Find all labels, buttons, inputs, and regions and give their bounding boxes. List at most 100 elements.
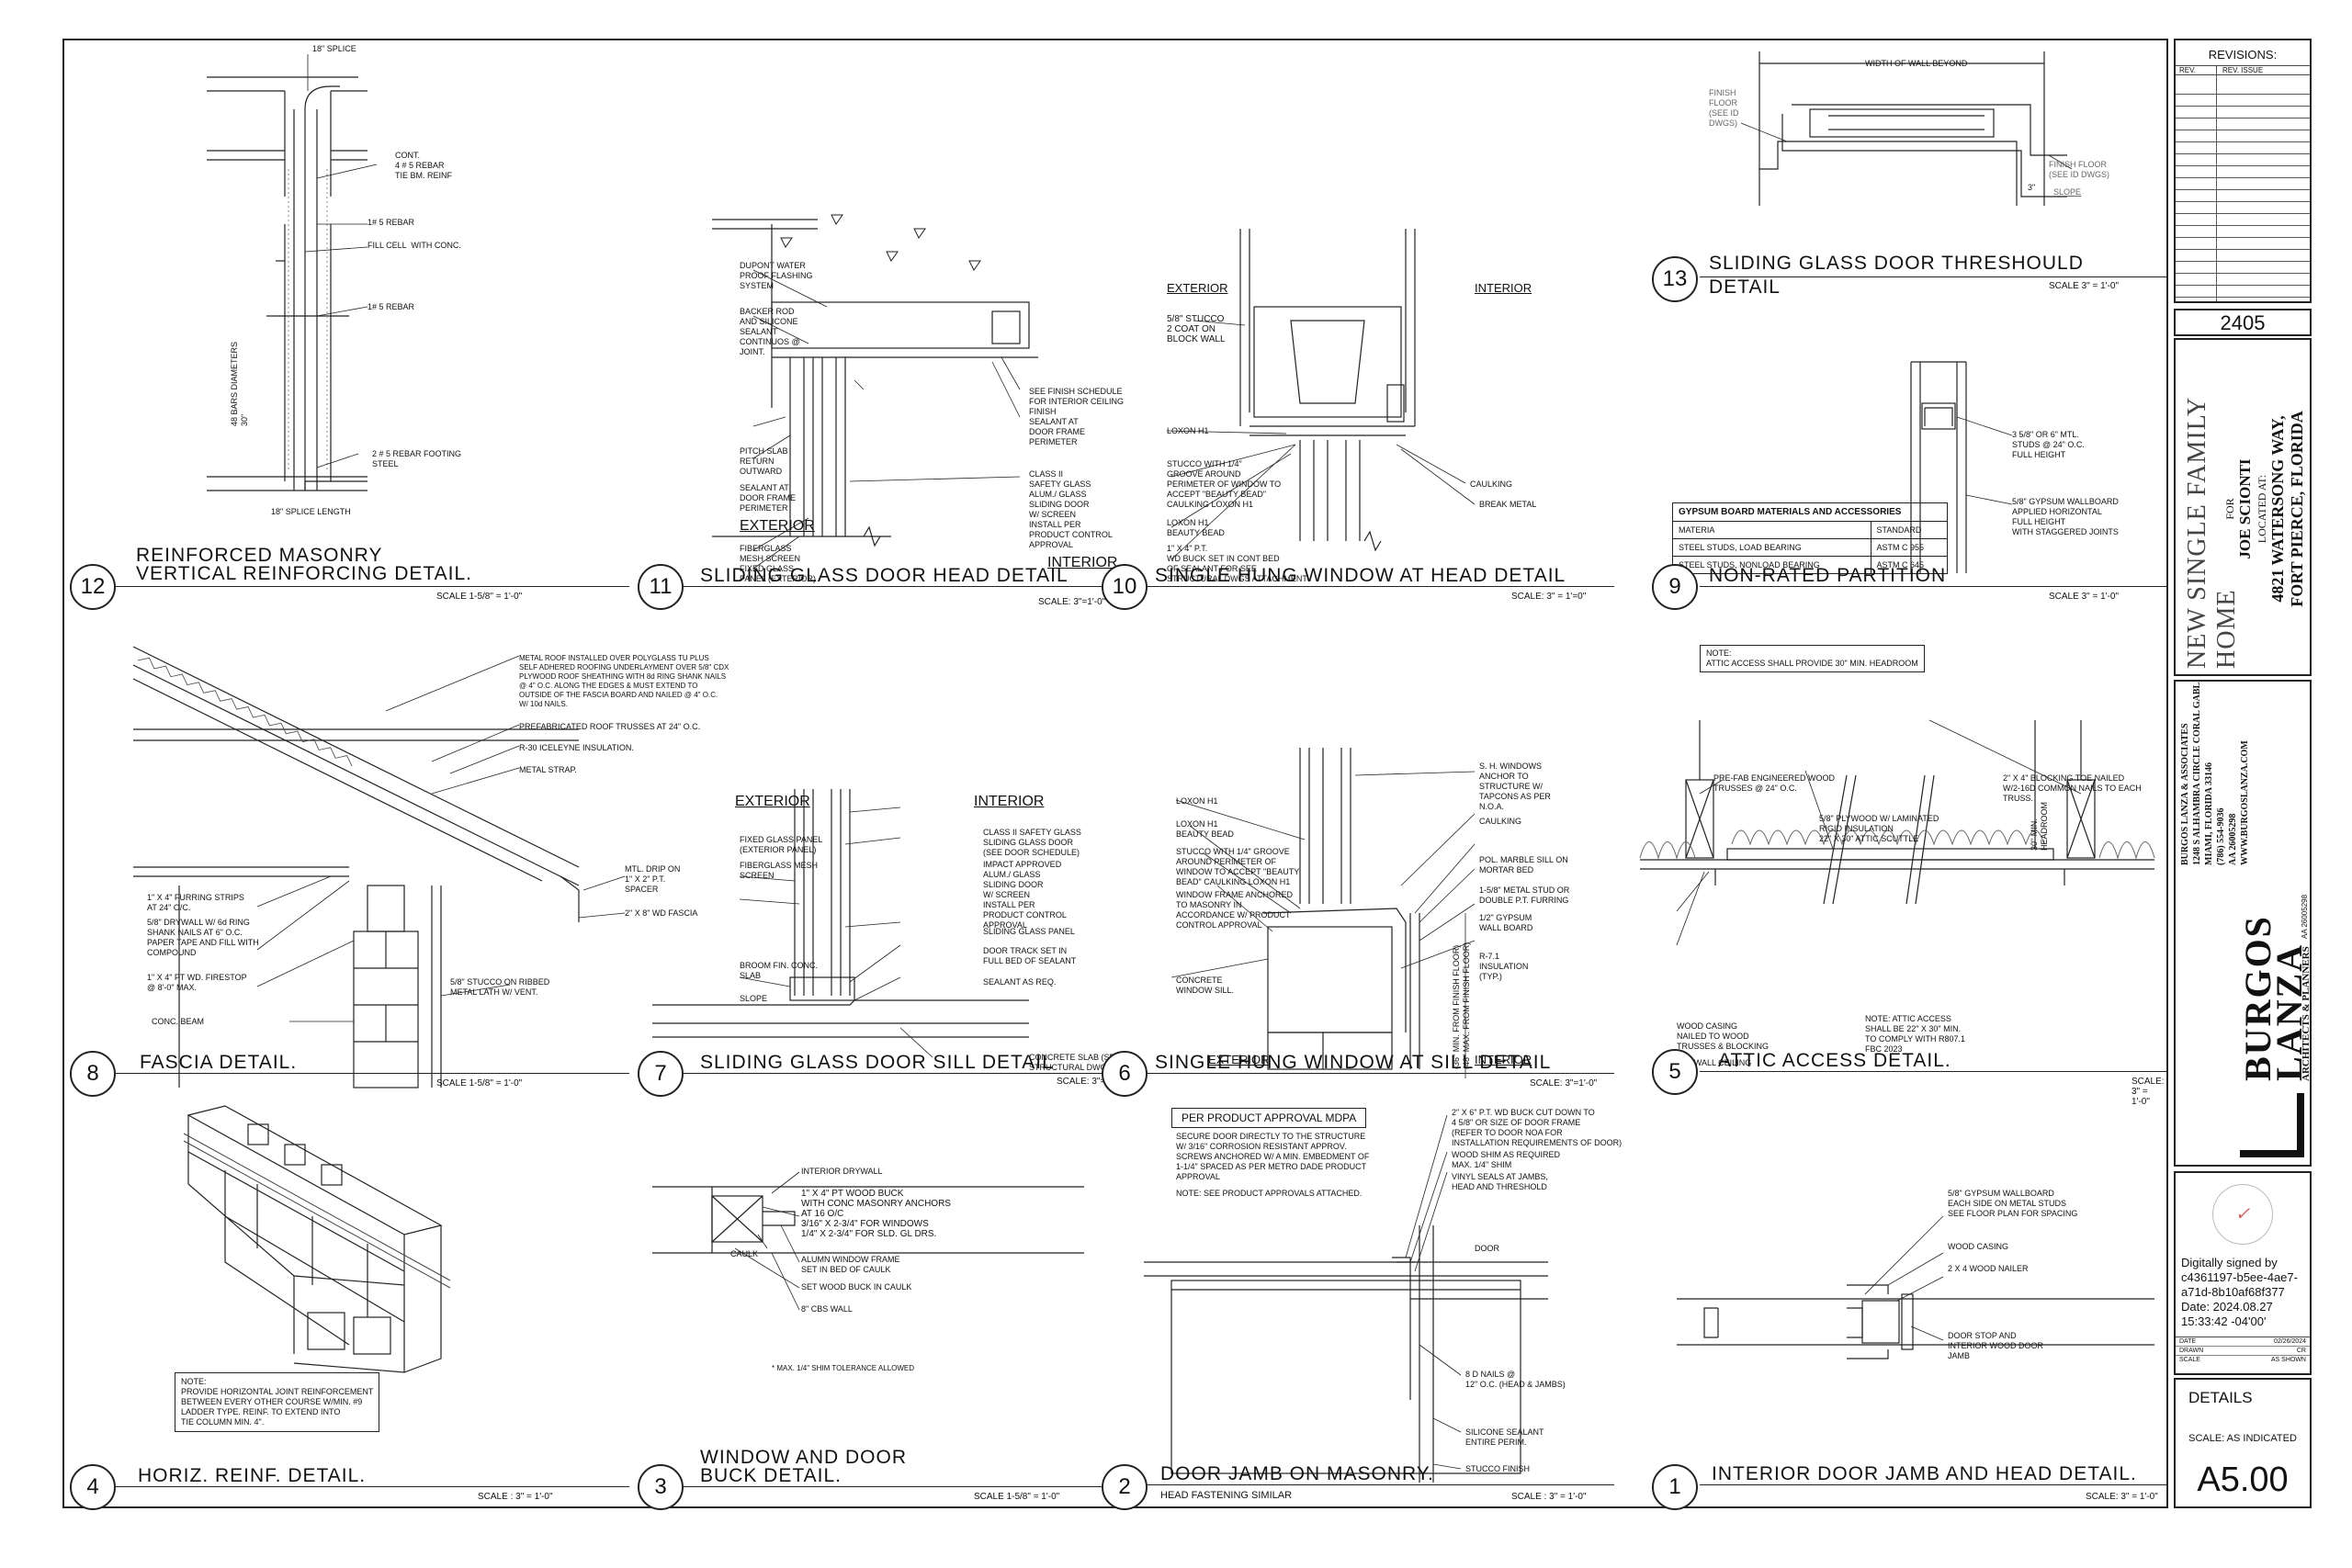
detail-4-note: NOTE: PROVIDE HORIZONTAL JOINT REINFORCE… — [175, 1372, 380, 1432]
detail-6: LOXON H1 LOXON H1 BEAUTY BEAD STUCCO WIT… — [1089, 610, 1622, 1097]
firm-rotated: BURGOS LANZA ARCHITECTS & PLANNERS AA 26… — [2176, 682, 2312, 1165]
detail-6-interior-label: INTERIOR — [1475, 1053, 1532, 1066]
detail-11-label-sealant-2: SEALANT AT DOOR FRAME PERIMETER — [1029, 417, 1086, 446]
detail-7-exterior-label: EXTERIOR — [735, 794, 810, 809]
detail-7-interior-label: INTERIOR — [974, 794, 1045, 809]
detail-10-label-groove: STUCCO WITH 1/4" GROOVE AROUND PERIMETER… — [1167, 459, 1282, 509]
detail-8-drawing — [132, 646, 626, 1089]
detail-2-label-seals: VINYL SEALS AT JAMBS, HEAD AND THRESHOLD — [1452, 1172, 1548, 1191]
detail-8-label-strap: METAL STRAP. — [519, 765, 577, 774]
detail-13-number: 13 — [1652, 256, 1698, 302]
drawing-sheet: 18" SPLICE CONT. 4 # 5 REBAR TIE BM. REI… — [62, 39, 2168, 1510]
detail-7-underline — [682, 1073, 1132, 1074]
detail-5-label-plywood: 5/8" PLYWOOD W/ LAMINATED RIGID INSULATI… — [1819, 814, 1939, 843]
detail-9-label-studs: 3 5/8" OR 6" MTL. STUDS @ 24" O.C. FULL … — [2012, 430, 2085, 459]
project-address-1: 4821 WATERSONG WAY, — [2268, 415, 2287, 603]
detail-11-title: SLIDING GLASS DOOR HEAD DETAIL — [700, 565, 1069, 586]
detail-7-label-fixed: FIXED GLASS PANEL (EXTERIOR PANEL) — [740, 835, 823, 854]
detail-13: WIDTH OF WALL BEYOND FINISH FLOOR (SEE I… — [1645, 40, 2168, 316]
detail-10-label-buck: 1" X 4" P.T. WD BUCK SET IN CONT BED OF … — [1167, 544, 1307, 583]
detail-2-label-nails: 8 D NAILS @ 12" O.C. (HEAD & JAMBS) — [1465, 1370, 1566, 1389]
detail-3-label-shim: * MAX. 1/4" SHIM TOLERANCE ALLOWED — [772, 1364, 915, 1372]
firm-aa: AA 26005298 — [2301, 894, 2309, 939]
detail-10-scale: SCALE: 3" = 1'=0" — [1511, 592, 1587, 602]
detail-13-label-width: WIDTH OF WALL BEYOND — [1865, 59, 1968, 68]
detail-5-drawing — [1639, 719, 2155, 946]
detail-13-title-line1: SLIDING GLASS DOOR THRESHOULD — [1709, 253, 2084, 274]
project-number: 2405 — [2220, 311, 2266, 334]
detail-10-label-stucco: 5/8" STUCCO 2 COAT ON BLOCK WALL — [1167, 314, 1226, 344]
gypsum-table-cell: ASTM C 645 — [1870, 556, 1949, 574]
detail-8-label-firestop: 1" X 4" PT WD. FIRESTOP @ 8'-0" MAX. — [147, 973, 247, 992]
revisions-title: REVISIONS: — [2208, 48, 2278, 62]
detail-3: INTERIOR DRYWALL 1" X 4" PT WOOD BUCK WI… — [625, 1097, 1135, 1510]
scale-value: AS SHOWN — [2270, 1357, 2306, 1363]
sheet-number: A5.00 — [2197, 1461, 2289, 1499]
detail-12-label-footing: 2 # 5 REBAR FOOTING STEEL — [372, 449, 462, 468]
detail-6-label-insulation: R-7.1 INSULATION (TYP.) — [1479, 952, 1529, 981]
detail-2-label-stucco: STUCCO FINISH — [1465, 1464, 1531, 1473]
detail-12-label-rebar-2: 1# 5 REBAR — [368, 302, 415, 311]
detail-5-label-blocking: 2" X 4" BLOCKING TOE NAILED W/2-16D COMM… — [2003, 773, 2142, 803]
detail-12-label-splice: 18" SPLICE — [312, 44, 356, 53]
detail-6-label-marble: POL. MARBLE SILL ON MORTAR BED — [1479, 855, 1568, 874]
detail-1-label-gypsum: 5/8" GYPSUM WALLBOARD EACH SIDE ON METAL… — [1948, 1189, 2078, 1218]
firm-block: BURGOS LANZA ARCHITECTS & PLANNERS AA 26… — [2174, 680, 2312, 1167]
detail-3-label-frame: ALUMN WINDOW FRAME SET IN BED OF CAULK — [801, 1255, 900, 1274]
detail-1-label-nailer: 2 X 4 WOOD NAILER — [1948, 1264, 2029, 1273]
detail-6-label-gypsum: 1/2" GYPSUM WALL BOARD — [1479, 913, 1533, 932]
detail-1-underline — [1700, 1484, 2166, 1485]
detail-4: NOTE: PROVIDE HORIZONTAL JOINT REINFORCE… — [64, 1097, 634, 1510]
detail-3-label-caulk: CAULK — [730, 1249, 759, 1258]
date-value: 02/26/2024 — [2273, 1338, 2306, 1345]
firm-subtitle: ARCHITECTS & PLANNERS — [2301, 946, 2312, 1081]
detail-3-label-buck: 1" X 4" PT WOOD BUCK WITH CONC MASONRY A… — [801, 1189, 951, 1239]
detail-5-label-casing: WOOD CASING NAILED TO WOOD TRUSSES & BLO… — [1677, 1021, 1770, 1051]
project-info-block: NEW SINGLE FAMILY HOME FOR JOE SCIONTI L… — [2174, 338, 2312, 676]
detail-9-label-gypsum: 5/8" GYPSUM WALLBOARD APPLIED HORIZONTAL… — [2012, 497, 2119, 536]
detail-13-label-finish-2: FINISH FLOOR (SEE ID DWGS) — [2049, 160, 2110, 179]
detail-8-label-fascia: 2" X 8" WD FASCIA — [625, 908, 698, 918]
detail-8-label-stucco: 5/8" STUCCO ON RIBBED METAL LATH W/ VENT… — [450, 977, 550, 997]
detail-2-subtitle: HEAD FASTENING SIMILAR — [1160, 1490, 1293, 1501]
sheet-title-block: DETAILS SCALE: AS INDICATED A5.00 — [2174, 1378, 2312, 1508]
revisions-grid — [2176, 83, 2310, 301]
detail-5-label-trusses: PRE-FAB ENGINEERED WOOD TRUSSES @ 24" O.… — [1713, 773, 1836, 793]
detail-1-number: 1 — [1652, 1464, 1698, 1510]
detail-13-label-slope: SLOPE — [2053, 187, 2082, 197]
detail-4-number: 4 — [70, 1464, 116, 1510]
detail-9-underline — [1700, 586, 2168, 587]
revisions-rev-col: REV. — [2176, 66, 2217, 74]
revisions-grid-divider — [2216, 72, 2217, 301]
project-located: LOCATED AT: — [2256, 474, 2268, 544]
gypsum-table-cell: MATERIA — [1672, 521, 1871, 539]
project-for: FOR — [2223, 498, 2236, 520]
detail-11-scale: SCALE: 3"=1'-0" — [1038, 597, 1106, 607]
detail-10-drawing — [1166, 229, 1476, 560]
detail-2-label-door: DOOR — [1475, 1244, 1499, 1253]
detail-4-underline — [115, 1486, 629, 1487]
detail-7-label-mesh: FIBERGLASS MESH SCREEN — [740, 861, 819, 880]
detail-1-label-casing: WOOD CASING — [1948, 1242, 2009, 1251]
detail-2-scale: SCALE : 3" = 1'-0" — [1511, 1492, 1587, 1502]
detail-3-label-set: SET WOOD BUCK IN CAULK — [801, 1282, 912, 1292]
detail-6-scale: SCALE: 3"=1'-0" — [1530, 1078, 1598, 1089]
detail-6-label-stud: 1-5/8" METAL STUD OR DOUBLE P.T. FURRING — [1479, 886, 1570, 905]
detail-8-underline — [115, 1073, 629, 1074]
detail-9-title: NON-RATED PARTITION — [1709, 565, 1947, 586]
detail-5-note: NOTE: ATTIC ACCESS SHALL PROVIDE 30" MIN… — [1700, 645, 1925, 672]
detail-10-label-loxon: LOXON H1 — [1167, 426, 1209, 435]
revisions-header: REV. REV. ISSUE — [2176, 65, 2310, 75]
detail-10-interior-label: INTERIOR — [1475, 281, 1532, 295]
gypsum-table-cell: ASTM C 955 — [1870, 538, 1949, 557]
detail-12-title-line2: VERTICAL REINFORCING DETAIL. — [136, 563, 472, 584]
detail-6-exterior-label: EXTERIOR — [1208, 1053, 1270, 1066]
project-number-box: 2405 — [2174, 309, 2312, 336]
detail-5-label-headroom: 30" MIN. HEADROOM — [2030, 801, 2049, 851]
detail-11-label-pitch: PITCH SLAB RETURN OUTWARD — [740, 446, 788, 476]
detail-13-drawing — [1740, 51, 2073, 206]
detail-5-scale: SCALE: 3" = 1'-0" — [2132, 1077, 2165, 1107]
